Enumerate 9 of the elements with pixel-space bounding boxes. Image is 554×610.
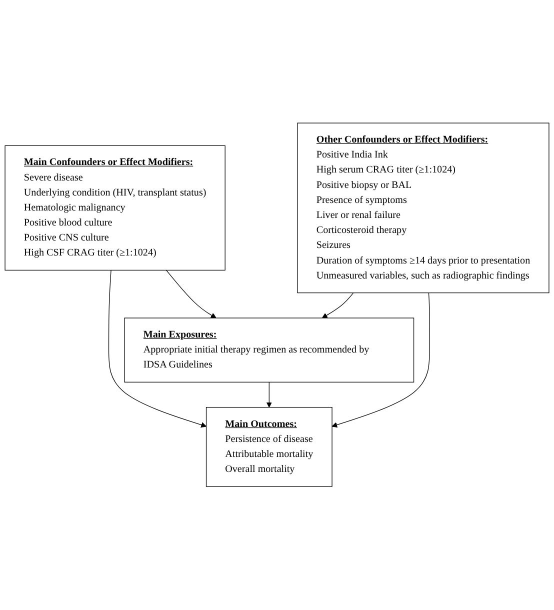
arrow	[332, 292, 430, 428]
arrow	[108, 270, 207, 428]
node-box: Main Outcomes: Persistence of disease Attributable mortality Overall mortality	[206, 407, 332, 488]
arrow	[166, 270, 216, 318]
node-box: Main Exposures: Appropriate initial therapy regimen as recommended by IDSA Guidelines	[124, 318, 414, 383]
node-box: Other Confounders or Effect Modifiers: Positive India Ink High serum CRAG titer (≥1:1024) Positive biopsy or BAL Presence of symptoms Liver or renal failure Corticosteroid therapy Seizures Duration of symptoms ≥14 days prior to presentation Unmeasured variables, such as radiographic findings	[297, 122, 550, 294]
arrow	[266, 382, 272, 408]
arrow	[322, 292, 354, 318]
node-box: Main Confounders or Effect Modifiers: Severe disease Underlying condition (HIV, transplant status) Hematologic malignancy Positive blood culture Positive CNS culture High CSF CRAG titer (≥1:1024)	[4, 146, 226, 271]
